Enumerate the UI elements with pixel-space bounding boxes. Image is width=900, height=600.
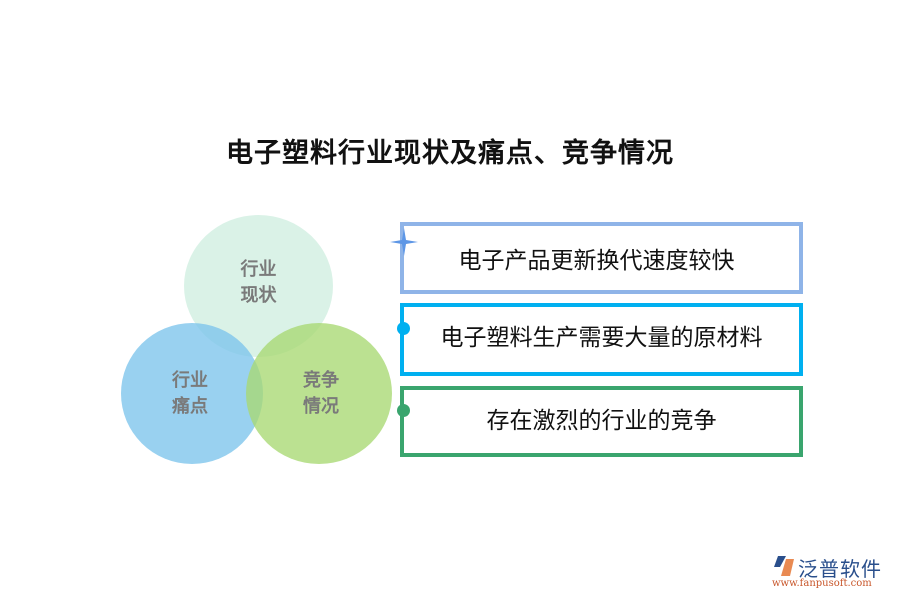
- brand-logo: 泛普软件 www.fanpusoft.com: [770, 553, 895, 593]
- circle-label-line1: 行业: [240, 259, 277, 280]
- dot-icon: [397, 404, 410, 417]
- point-box-2: 电子塑料生产需要大量的原材料: [397, 303, 803, 376]
- point-text: 存在激烈的行业的竞争: [486, 407, 717, 434]
- point-text: 电子塑料生产需要大量的原材料: [440, 324, 763, 351]
- venn-circle-competition: 竞争 情况: [246, 323, 392, 464]
- logo-url: www.fanpusoft.com: [772, 578, 872, 589]
- logo-mark-icon: [774, 556, 794, 576]
- venn-circle-industry-painpoints: 行业 痛点: [121, 323, 263, 464]
- point-box-3: 存在激烈的行业的竞争: [397, 386, 803, 457]
- page-title: 电子塑料行业现状及痛点、竞争情况: [226, 138, 674, 169]
- circle-label-line2: 现状: [240, 285, 277, 306]
- circle-label-line1: 行业: [172, 369, 208, 391]
- circle-label-line2: 痛点: [172, 395, 208, 417]
- point-text: 电子产品更新换代速度较快: [458, 248, 735, 274]
- circle-label-line2: 情况: [303, 395, 339, 417]
- circle-label-line1: 竞争: [303, 369, 339, 391]
- dot-icon: [397, 322, 410, 335]
- star-icon: [390, 228, 418, 256]
- logo-brand-name: 泛普软件: [798, 557, 882, 581]
- point-box-1: 电子产品更新换代速度较快: [390, 222, 803, 294]
